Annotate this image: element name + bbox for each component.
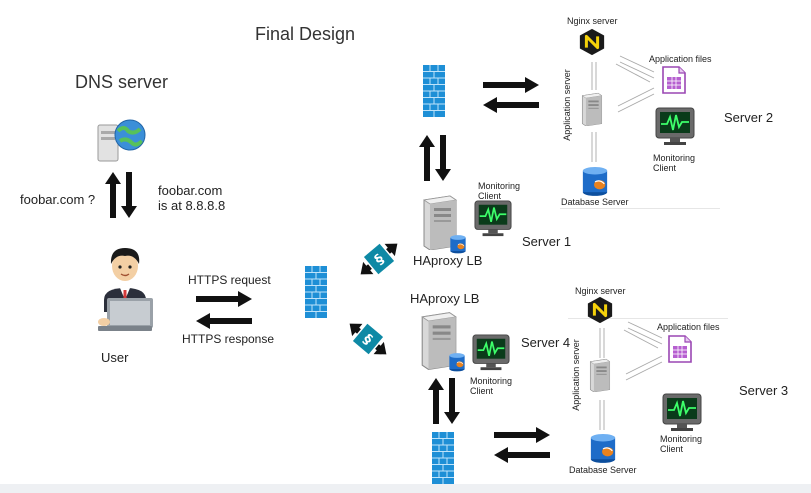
- lb1-monitor-icon: [474, 200, 512, 238]
- lb1-server-label: Server 1: [522, 234, 572, 249]
- top-exchange-arrows: [483, 77, 539, 113]
- firewall-icon-top: [423, 65, 445, 117]
- lb2-monitor-text: Monitoring Client: [470, 376, 513, 396]
- server2-name-label: Server 2: [724, 110, 774, 125]
- server3-name-label: Server 3: [739, 383, 789, 398]
- user-label: User: [101, 350, 129, 365]
- firewall-icon-bottom: [432, 432, 454, 484]
- server3-app-server-label: Application server: [570, 339, 581, 411]
- lb2-db-icon: [448, 352, 466, 372]
- https-response-label: HTTPS response: [182, 332, 275, 346]
- lb2-monitor-label: Monitoring Client: [470, 376, 522, 396]
- https-request-label: HTTPS request: [188, 273, 271, 287]
- server2-divider: [560, 208, 720, 209]
- dns-query-label: foobar.com ?: [20, 192, 96, 207]
- firewall-icon-user: [305, 266, 327, 318]
- haproxy-lb1-arrow-icon: §: [360, 241, 398, 277]
- user-icon: [98, 248, 153, 331]
- server2-monitor-label: Monitoring Client: [653, 153, 709, 173]
- server3-monitor-label: Monitoring Client: [660, 434, 716, 454]
- bottom-exchange-arrows: [494, 427, 550, 463]
- server3-divider: [568, 318, 728, 319]
- server3-nginx-label: Nginx server: [575, 286, 626, 296]
- lb1-monitor-text: Monitoring Client: [478, 181, 521, 201]
- bottom-strip: [0, 484, 811, 493]
- server2-database-label: Database Server: [561, 197, 629, 207]
- dns-answer-line2: is at 8.8.8.8: [158, 198, 226, 213]
- https-exchange-arrows: [196, 291, 252, 329]
- server2-nginx-label: Nginx server: [567, 16, 618, 26]
- dns-exchange-arrows: [105, 172, 137, 218]
- server3-connectors: [599, 321, 663, 430]
- lb2-monitor-icon: [472, 334, 510, 372]
- dns-server-icon: [97, 119, 146, 162]
- dns-server-heading: DNS server: [75, 72, 169, 92]
- top-vertical-arrows: [419, 135, 451, 181]
- server2-monitor-text: Monitoring Client: [653, 153, 696, 173]
- lb2-name-label: HAproxy LB: [410, 291, 480, 306]
- lb1-name-label: HAproxy LB: [413, 253, 483, 268]
- server2-app-server-label: Application server: [561, 69, 572, 141]
- bottom-vertical-arrows: [428, 378, 460, 424]
- server2-app-files-label: Application files: [649, 54, 712, 64]
- lb1-monitor-label: Monitoring Client: [478, 181, 530, 201]
- lb1-db-icon: [449, 234, 467, 254]
- server3-app-files-label: Application files: [657, 322, 720, 332]
- dns-answer-line1: foobar.com: [158, 183, 223, 198]
- server3-monitor-text: Monitoring Client: [660, 434, 703, 454]
- diagram-title: Final Design: [255, 24, 356, 44]
- haproxy-lb2-arrow-icon: §: [349, 321, 387, 357]
- server3-database-label: Database Server: [569, 465, 637, 475]
- server2-connectors: [591, 55, 655, 162]
- lb2-server-label: Server 4: [521, 335, 571, 350]
